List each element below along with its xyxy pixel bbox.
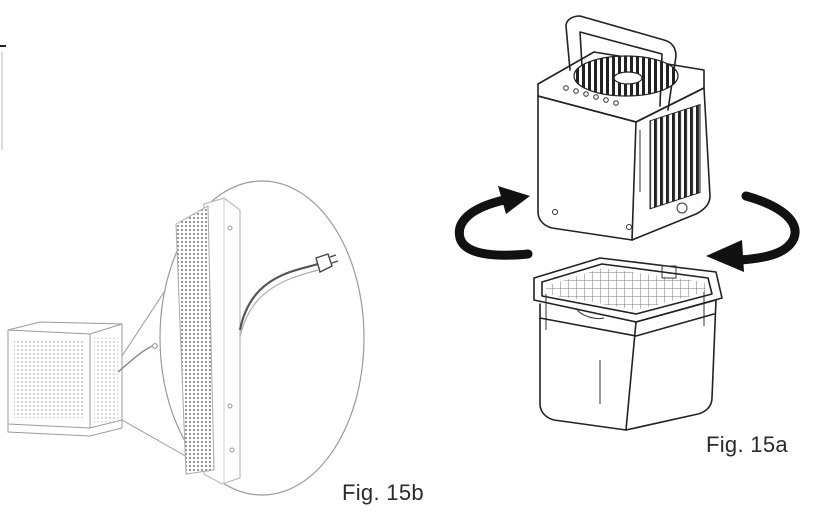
power-cord-plug <box>238 253 339 337</box>
small-unit-rear-view <box>7 321 158 437</box>
rear-filter-panel <box>175 197 241 485</box>
control-panel-buttons <box>563 85 619 106</box>
control-dial-icon <box>613 71 643 85</box>
rotate-arrow-left <box>454 186 533 260</box>
fig-15b-caption: Fig. 15b <box>342 480 424 505</box>
fig-15b-illustration <box>7 180 365 496</box>
drain-port-icon <box>676 202 688 214</box>
water-bucket <box>533 257 723 431</box>
fig-15a-caption: Fig. 15a <box>706 432 788 457</box>
rotate-arrow-right <box>706 191 800 272</box>
dehumidifier-top-unit <box>537 51 711 241</box>
fig-15a-illustration <box>454 15 800 431</box>
page-edge-fragment <box>0 45 6 150</box>
